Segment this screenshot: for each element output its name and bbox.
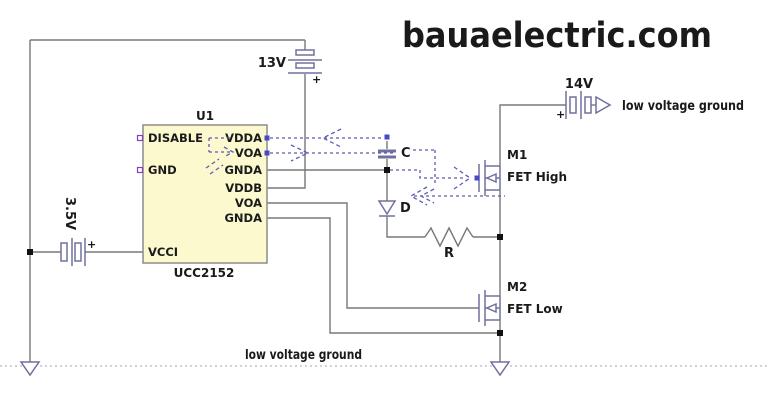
signal-flow-annotations bbox=[205, 128, 505, 206]
ground-symbol-left bbox=[19, 361, 41, 377]
m2-designator: M2 bbox=[507, 280, 527, 294]
ic-designator: U1 bbox=[196, 109, 214, 123]
pin-vcci: VCCI bbox=[148, 245, 178, 259]
pin-voa-b: VOA bbox=[235, 196, 262, 210]
pin-vddb: VDDB bbox=[225, 181, 262, 195]
m1-body-arrow-icon bbox=[485, 172, 497, 184]
wire-m1-drain-to-battery14 bbox=[499, 104, 566, 166]
battery-3v5-symbol bbox=[60, 238, 86, 266]
terminal-voa bbox=[264, 150, 270, 156]
wires bbox=[29, 39, 596, 362]
battery-14v-symbol bbox=[565, 91, 612, 119]
wire-battery13-to-vddb bbox=[267, 74, 306, 189]
terminal-vdda bbox=[264, 135, 270, 141]
battery-13v-label: 13V bbox=[258, 56, 286, 71]
diode-label: D bbox=[400, 201, 411, 216]
ground-pointer-icon bbox=[595, 95, 612, 115]
arrowhead-left-return-1 bbox=[409, 186, 428, 206]
resistor-symbol bbox=[424, 226, 474, 248]
resistor-label: R bbox=[444, 246, 454, 261]
pin-voa-a: VOA bbox=[235, 146, 262, 160]
battery-3v5-label: 3.5V bbox=[62, 197, 77, 230]
m2-caption: FET Low bbox=[507, 302, 563, 316]
battery-13v-symbol bbox=[288, 49, 322, 74]
arrowhead-left-return-2 bbox=[419, 188, 435, 204]
wire-voa2-to-m2-gate bbox=[267, 202, 479, 309]
wire-gnda2-to-node bbox=[267, 217, 500, 334]
pin-gnd: GND bbox=[148, 163, 177, 177]
pin-disable: DISABLE bbox=[148, 131, 203, 145]
pin-terminal-disable bbox=[136, 134, 144, 142]
pin-gnda-b: GNDA bbox=[224, 211, 262, 225]
ground-label-right: low voltage ground bbox=[622, 99, 744, 114]
site-title: bauaelectric.com bbox=[402, 16, 712, 56]
junction-nodes bbox=[27, 134, 503, 336]
ic-part-number: UCC2152 bbox=[174, 266, 235, 280]
ground-symbol-right bbox=[489, 361, 511, 377]
arrowhead-right-voa-line bbox=[290, 144, 310, 162]
battery-13v-plus: + bbox=[312, 73, 321, 86]
terminal-cap-top bbox=[384, 134, 390, 140]
arrowhead-into-voa bbox=[223, 146, 235, 158]
m2-body-arrow-icon bbox=[485, 302, 497, 314]
pin-terminal-gnd bbox=[136, 166, 144, 174]
capacitor-symbol bbox=[378, 149, 396, 159]
battery-3v5-plus: + bbox=[87, 238, 96, 251]
pin-gnda-a: GNDA bbox=[224, 163, 262, 177]
capacitor-label: C bbox=[401, 146, 411, 161]
battery-14v-plus: + bbox=[556, 108, 565, 121]
pin-vdda: VDDA bbox=[225, 131, 262, 145]
terminal-m1-gate bbox=[474, 175, 480, 181]
m1-designator: M1 bbox=[507, 148, 527, 162]
ic-u1: U1 UCC2152 DISABLE GND VCCI VDDA VOA GND… bbox=[136, 109, 268, 280]
diode-symbol bbox=[377, 200, 397, 217]
m1-caption: FET High bbox=[507, 170, 567, 184]
labels: bauaelectric.com 13V + 3.5V + 14V + C D … bbox=[62, 16, 744, 363]
wire-diode-to-resistor bbox=[386, 216, 425, 238]
ic-body bbox=[142, 124, 268, 264]
mosfet-m2-symbol bbox=[478, 290, 501, 326]
mosfet-m1-symbol bbox=[477, 160, 501, 196]
ground-label-bottom: low voltage ground bbox=[245, 348, 362, 363]
battery-14v-label: 14V bbox=[565, 77, 593, 92]
